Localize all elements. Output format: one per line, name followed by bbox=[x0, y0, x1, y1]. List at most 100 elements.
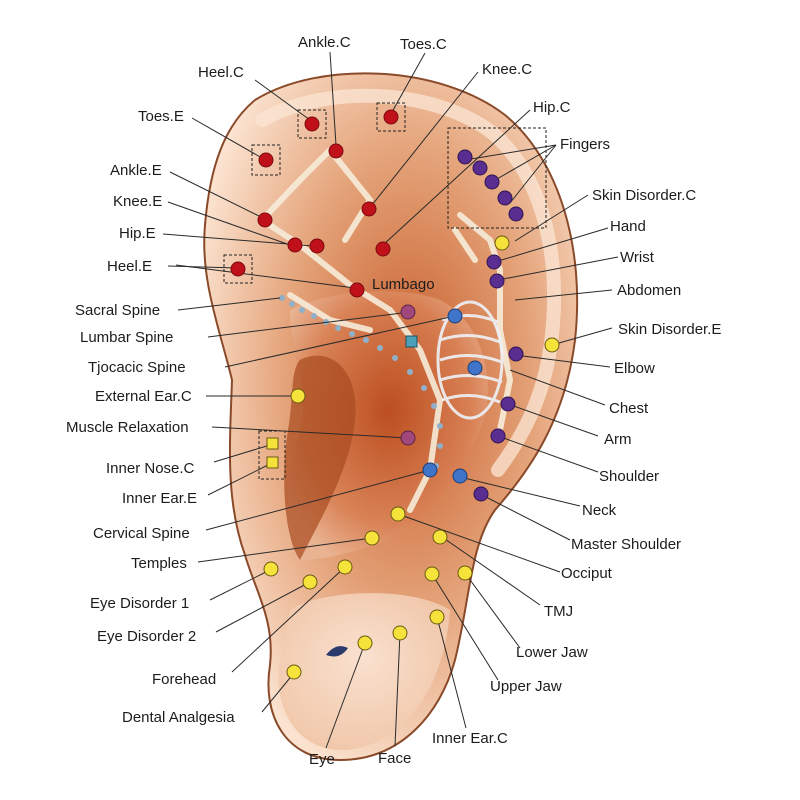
point-hip-c bbox=[375, 241, 391, 257]
label-fingers: Fingers bbox=[560, 136, 610, 153]
point-eye-disorder-1 bbox=[263, 561, 279, 577]
label-lumbar-spine: Lumbar Spine bbox=[80, 329, 173, 346]
yellow-points bbox=[263, 235, 560, 680]
label-cervical-spine: Cervical Spine bbox=[93, 525, 190, 542]
point-abdomen bbox=[489, 273, 505, 289]
point-arm bbox=[490, 428, 506, 444]
point-knee-e bbox=[287, 237, 303, 253]
eye-icon bbox=[326, 646, 348, 657]
label-elbow: Elbow bbox=[614, 360, 655, 377]
label-chest: Chest bbox=[609, 400, 649, 417]
label-inner-nose-c: Inner Nose.C bbox=[106, 460, 195, 477]
point-finger-2 bbox=[472, 160, 488, 176]
label-eye-disorder-2: Eye Disorder 2 bbox=[97, 628, 196, 645]
point-face bbox=[392, 625, 408, 641]
magenta-points bbox=[400, 304, 416, 446]
point-ankle-c bbox=[328, 143, 344, 159]
label-temples: Temples bbox=[131, 555, 187, 572]
red-points bbox=[230, 109, 399, 298]
label-neck: Neck bbox=[582, 502, 617, 519]
point-inner-ear-e bbox=[266, 456, 279, 469]
label-muscle-relaxation: Muscle Relaxation bbox=[66, 419, 189, 436]
label-abdomen: Abdomen bbox=[617, 282, 681, 299]
label-inner-ear-c: Inner Ear.C bbox=[432, 730, 508, 747]
label-heel-c: Heel.C bbox=[198, 64, 244, 81]
point-finger-5 bbox=[508, 206, 524, 222]
point-hand bbox=[494, 235, 510, 251]
point-chest bbox=[500, 396, 516, 412]
point-ankle-e bbox=[257, 212, 273, 228]
label-heel-e: Heel.E bbox=[107, 258, 152, 275]
point-eye bbox=[357, 635, 373, 651]
point-tmj bbox=[432, 529, 448, 545]
point-temples bbox=[364, 530, 380, 546]
label-eye-disorder-1: Eye Disorder 1 bbox=[90, 595, 189, 612]
blue-points bbox=[422, 308, 483, 484]
point-finger-3 bbox=[484, 174, 500, 190]
label-sacral-spine: Sacral Spine bbox=[75, 302, 160, 319]
label-arm: Arm bbox=[604, 431, 632, 448]
label-hip-e: Hip.E bbox=[119, 225, 156, 242]
helix-rim bbox=[255, 88, 561, 477]
point-heel-e bbox=[230, 261, 246, 277]
point-master-shoulder bbox=[473, 486, 489, 502]
point-lower-jaw bbox=[457, 565, 473, 581]
point-upper-jaw bbox=[424, 566, 440, 582]
purple-points bbox=[457, 149, 524, 502]
label-ankle-c: Ankle.C bbox=[298, 34, 351, 51]
point-toes-c bbox=[383, 109, 399, 125]
point-lumbar bbox=[400, 304, 416, 320]
label-tmj: TMJ bbox=[544, 603, 573, 620]
point-occiput bbox=[390, 506, 406, 522]
dashed-boxes bbox=[223, 102, 547, 480]
point-muscle-relaxation bbox=[400, 430, 416, 446]
label-skin-disorder-e: Skin Disorder.E bbox=[618, 321, 721, 338]
label-knee-e: Knee.E bbox=[113, 193, 162, 210]
point-knee-c bbox=[361, 201, 377, 217]
label-occiput: Occiput bbox=[561, 565, 613, 582]
point-dental bbox=[286, 664, 302, 680]
label-lumbago: Lumbago bbox=[372, 276, 435, 293]
label-external-ear-c: External Ear.C bbox=[95, 388, 192, 405]
point-cervical bbox=[422, 462, 438, 478]
labels: Ankle.C Toes.C Heel.C Knee.C Toes.E Hip.… bbox=[66, 34, 721, 768]
ribcage bbox=[436, 300, 504, 420]
label-inner-ear-e: Inner Ear.E bbox=[122, 490, 197, 507]
label-ankle-e: Ankle.E bbox=[110, 162, 162, 179]
point-forehead bbox=[337, 559, 353, 575]
point-external-ear bbox=[290, 388, 306, 404]
point-finger-4 bbox=[497, 190, 513, 206]
point-inner-ear-c bbox=[429, 609, 445, 625]
label-thoracic-spine: Tjocacic Spine bbox=[88, 359, 186, 376]
point-toes-e bbox=[258, 152, 274, 168]
label-dental-analgesia: Dental Analgesia bbox=[122, 709, 235, 726]
label-knee-c: Knee.C bbox=[482, 61, 532, 78]
leader-lines bbox=[162, 51, 619, 749]
label-toes-c: Toes.C bbox=[400, 36, 447, 53]
point-elbow bbox=[508, 346, 524, 362]
label-skin-disorder-c: Skin Disorder.C bbox=[592, 187, 696, 204]
point-neck bbox=[452, 468, 468, 484]
label-eye: Eye bbox=[309, 751, 335, 768]
point-inner-nose-c bbox=[266, 437, 279, 450]
point-finger-1 bbox=[457, 149, 473, 165]
label-hand: Hand bbox=[610, 218, 646, 235]
label-upper-jaw: Upper Jaw bbox=[490, 678, 562, 695]
point-chest-inner bbox=[467, 360, 483, 376]
label-face: Face bbox=[378, 750, 411, 767]
point-heel-c bbox=[304, 116, 320, 132]
label-forehead: Forehead bbox=[152, 671, 216, 688]
label-master-shoulder: Master Shoulder bbox=[571, 536, 681, 553]
point-hip-e bbox=[309, 238, 325, 254]
point-lumbago bbox=[349, 282, 365, 298]
point-eye-disorder-2 bbox=[302, 574, 318, 590]
label-wrist: Wrist bbox=[620, 249, 655, 266]
point-thoracic bbox=[447, 308, 463, 324]
label-hip-c: Hip.C bbox=[533, 99, 571, 116]
label-lower-jaw: Lower Jaw bbox=[516, 644, 588, 661]
ear-lobe bbox=[278, 593, 450, 751]
point-skin-disorder-e bbox=[544, 337, 560, 353]
label-shoulder: Shoulder bbox=[599, 468, 659, 485]
